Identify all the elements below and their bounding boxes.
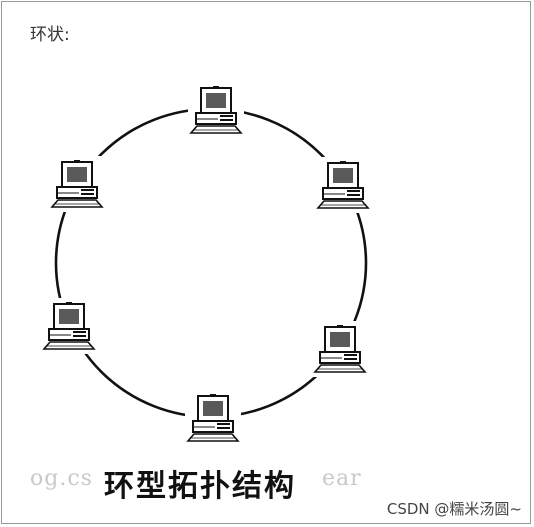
computer-node-top — [188, 82, 244, 138]
computer-node-bottom — [185, 390, 241, 446]
computer-node-lower-left — [41, 298, 97, 354]
computer-node-upper-right — [315, 157, 371, 213]
faded-watermark-right: ear — [322, 466, 362, 491]
computer-node-upper-left — [49, 156, 105, 212]
computer-node-lower-right — [312, 321, 368, 377]
source-credit: CSDN @糯米汤圆~ — [386, 500, 522, 518]
diagram-caption: 环型拓扑结构 — [104, 469, 296, 504]
faded-watermark-left: og.cs — [30, 466, 93, 491]
section-label: 环状: — [30, 25, 70, 45]
